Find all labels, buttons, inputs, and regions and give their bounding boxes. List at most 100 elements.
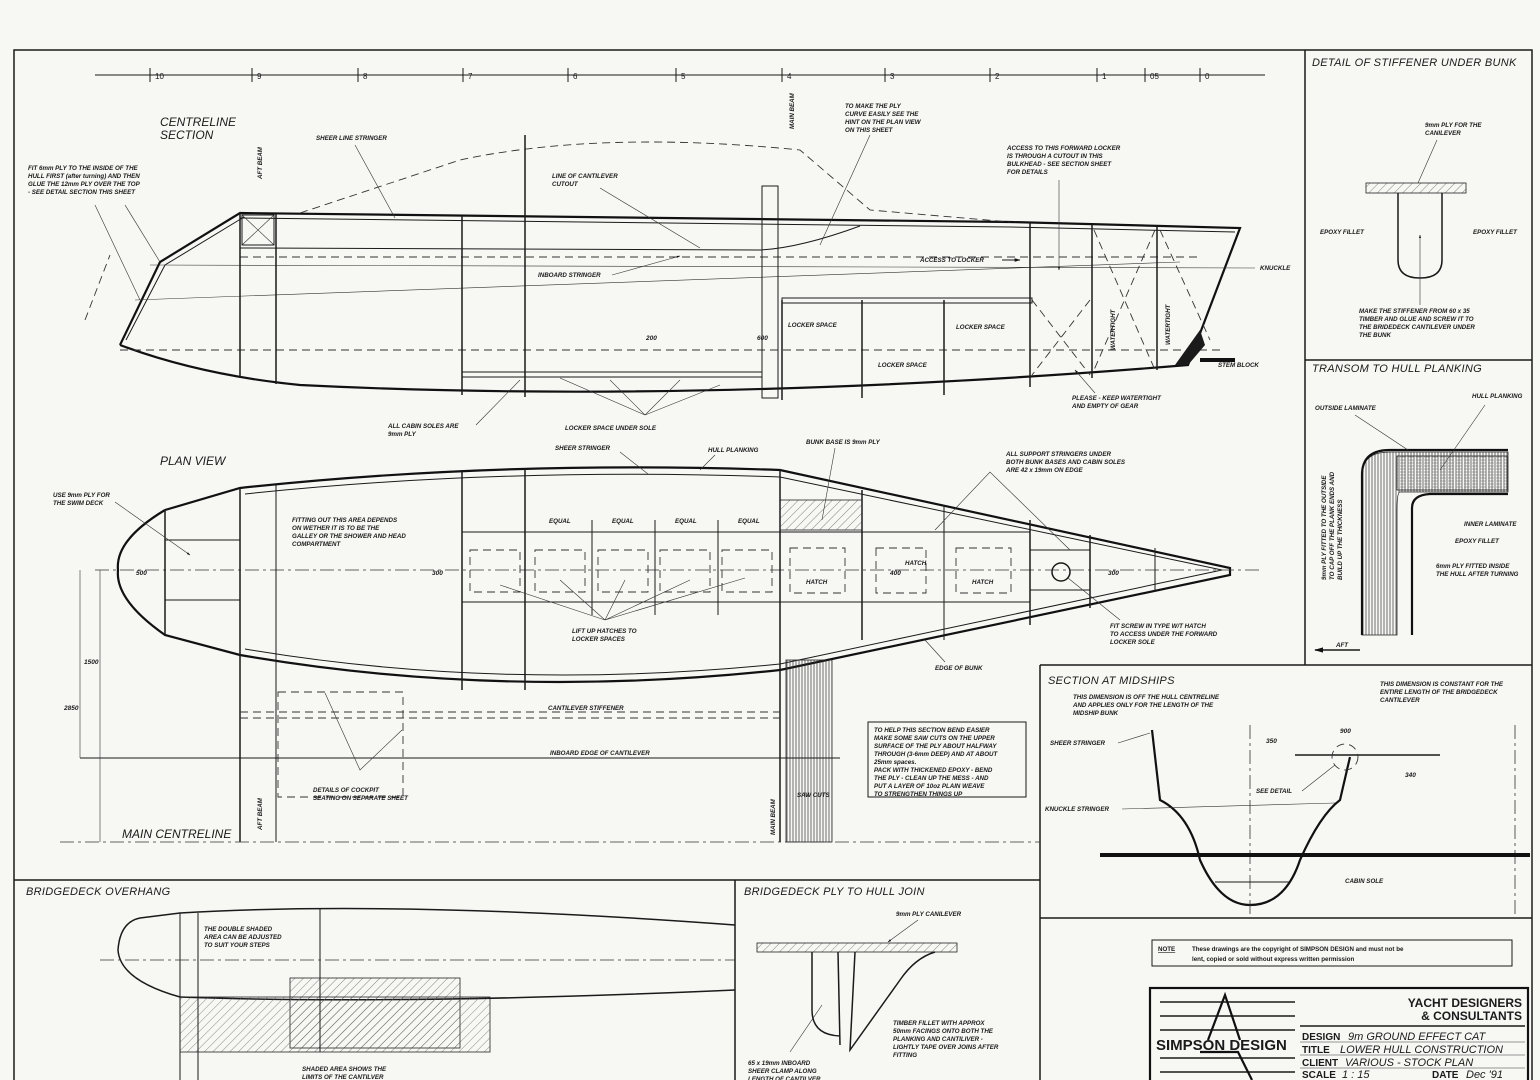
stem-block — [1175, 330, 1205, 365]
dim-600: 600 — [757, 335, 768, 342]
equal-label: EQUAL — [738, 518, 760, 525]
plan-view: PLAN VIEW — [53, 439, 1260, 843]
station-label: 7 — [468, 72, 473, 81]
note-line: LOCKER SOLE — [1110, 639, 1156, 646]
date-label: DATE — [1432, 1070, 1459, 1080]
note-line: SHEER CLAMP ALONG — [748, 1068, 817, 1075]
inboard-edge-label: INBOARD EDGE OF CANTILEVER — [550, 750, 650, 757]
main-centreline-label: MAIN CENTRELINE — [122, 827, 232, 841]
note-line: FOR DETAILS — [1007, 169, 1049, 176]
inboard-stringer-label: INBOARD STRINGER — [538, 272, 601, 279]
bulkheads — [239, 135, 1211, 400]
watertight-label: WATERTIGHT — [1165, 303, 1172, 345]
detail-title: DETAIL OF STIFFENER UNDER BUNK — [1312, 57, 1517, 69]
aft-beam-label: AFT BEAM — [257, 146, 264, 180]
section-title: BRIDGEDECK OVERHANG — [26, 886, 171, 898]
copyright-note: NOTE These drawings are the copyright of… — [1151, 939, 1513, 967]
note-line: LOCKER SPACES — [572, 636, 626, 643]
plan-bulkheads — [60, 468, 1156, 843]
note-line: 25mm spaces. — [873, 759, 917, 766]
note-line: GALLEY OR THE SHOWER AND HEAD — [292, 533, 406, 540]
title-value: LOWER HULL CONSTRUCTION — [1340, 1044, 1503, 1056]
note-line: - SEE DETAIL SECTION THIS SHEET — [28, 189, 136, 196]
dim-200: 200 — [645, 335, 657, 342]
see-detail-label: SEE DETAIL — [1256, 788, 1292, 795]
station-label: 05 — [1150, 72, 1159, 81]
station-label: 6 — [573, 72, 578, 81]
main-beam-label: MAIN BEAM — [789, 92, 796, 129]
hatch-label: HATCH — [972, 579, 994, 586]
inboard-stringer — [239, 225, 861, 251]
note-line: 6mm PLY FITTED INSIDE — [1436, 563, 1510, 570]
note-line: CANTILEVER — [1380, 697, 1420, 704]
aft-beam-label: AFT BEAM — [257, 797, 264, 831]
note-line: ALL SUPPORT STRINGERS UNDER — [1005, 451, 1112, 458]
note-line: COMPARTMENT — [292, 541, 341, 548]
locker-space-label: LOCKER SPACE — [788, 322, 838, 329]
note-line: THIS DIMENSION IS CONSTANT FOR THE — [1380, 681, 1504, 688]
note-line: LINE OF CANTILEVER — [552, 173, 618, 180]
note-line: ACCESS TO THIS FORWARD LOCKER — [1006, 145, 1121, 152]
station-label: 3 — [890, 72, 895, 81]
logo-text: SIMPSON DESIGN — [1156, 1037, 1287, 1054]
note-line: PLEASE - KEEP WATERTIGHT — [1072, 395, 1162, 402]
main-beam-label: MAIN BEAM — [770, 798, 777, 835]
note-line: PUT A LAYER OF 10oz PLAIN WEAVE — [874, 783, 985, 790]
note-line: MAKE THE STIFFENER FROM 60 x 35 — [1359, 308, 1470, 315]
note-line: MIDSHIP BUNK — [1073, 710, 1119, 717]
note-line: BOTH BUNK BASES AND CABIN SOLES — [1006, 459, 1126, 466]
note-line: FIT 6mm PLY TO THE INSIDE OF THE — [28, 165, 139, 172]
station-label: 5 — [681, 72, 686, 81]
note-line: HINT ON THE PLAN VIEW — [845, 119, 922, 126]
note-line: THIS DIMENSION IS OFF THE HULL CENTRELIN… — [1073, 694, 1220, 701]
dim-500: 500 — [136, 570, 147, 577]
bunk-base-label: BUNK BASE IS 9mm PLY — [806, 439, 881, 446]
stem-block-label: STEM BLOCK — [1218, 362, 1259, 369]
watertight-label: WATERTIGHT — [1110, 308, 1117, 350]
note-line: DETAILS OF COCKPIT — [313, 787, 380, 794]
saw-cuts-note-box — [867, 721, 1027, 798]
note-line: CURVE EASILY SEE THE — [845, 111, 919, 118]
scale-label: SCALE — [1302, 1070, 1336, 1080]
hatch-label: HATCH — [905, 560, 927, 567]
note-line: 65 x 19mm INBOARD — [748, 1060, 811, 1067]
firm-name: YACHT DESIGNERS — [1408, 996, 1522, 1010]
note-line: THE DOUBLE SHADED — [204, 926, 273, 933]
note-line: FITTING — [893, 1052, 917, 1059]
ply-outside-note: 9mm PLY FITTED TO THE OUTSIDETO CAP OFF … — [1321, 471, 1344, 580]
detail-title: TRANSOM TO HULL PLANKING — [1312, 363, 1482, 375]
bridgedeck-join: BRIDGEDECK PLY TO HULL JOIN 9mm PLY CANI… — [744, 886, 999, 1080]
stiffener-detail: DETAIL OF STIFFENER UNDER BUNK 9mm PLY F… — [1312, 57, 1518, 339]
note-line: TO CAP OFF THE PLANK ENDS AND — [1329, 471, 1336, 580]
note-line: AREA CAN BE ADJUSTED — [203, 934, 282, 941]
client-value: VARIOUS - STOCK PLAN — [1345, 1057, 1473, 1069]
note-line: HULL FIRST (after turning) AND THEN — [28, 173, 140, 180]
title-block: SIMPSON DESIGN YACHT DESIGNERS & CONSULT… — [1148, 986, 1530, 1080]
note-line: TO MAKE THE PLY — [845, 103, 902, 110]
note-line: ON THIS SHEET — [845, 127, 894, 134]
note-line: TO ACCESS UNDER THE FORWARD — [1110, 631, 1218, 638]
station-label: 9 — [257, 72, 262, 81]
note-line: 9mm PLY FOR THE — [1425, 122, 1482, 129]
sheer-stringer-label: SHEER STRINGER — [1050, 740, 1106, 747]
section-title: BRIDGEDECK PLY TO HULL JOIN — [744, 886, 925, 898]
dim-2850: 2850 — [63, 705, 79, 712]
station-label: 10 — [155, 72, 164, 81]
note-line: BUILD UP THE THICKNESS — [1337, 499, 1344, 580]
date-value: Dec '91 — [1466, 1069, 1503, 1080]
sheer-stringer-label: SHEER STRINGER — [555, 445, 611, 452]
note-line: SURFACE OF THE PLY ABOUT HALFWAY — [874, 743, 997, 750]
note-line: THE SWIM DECK — [53, 500, 104, 507]
